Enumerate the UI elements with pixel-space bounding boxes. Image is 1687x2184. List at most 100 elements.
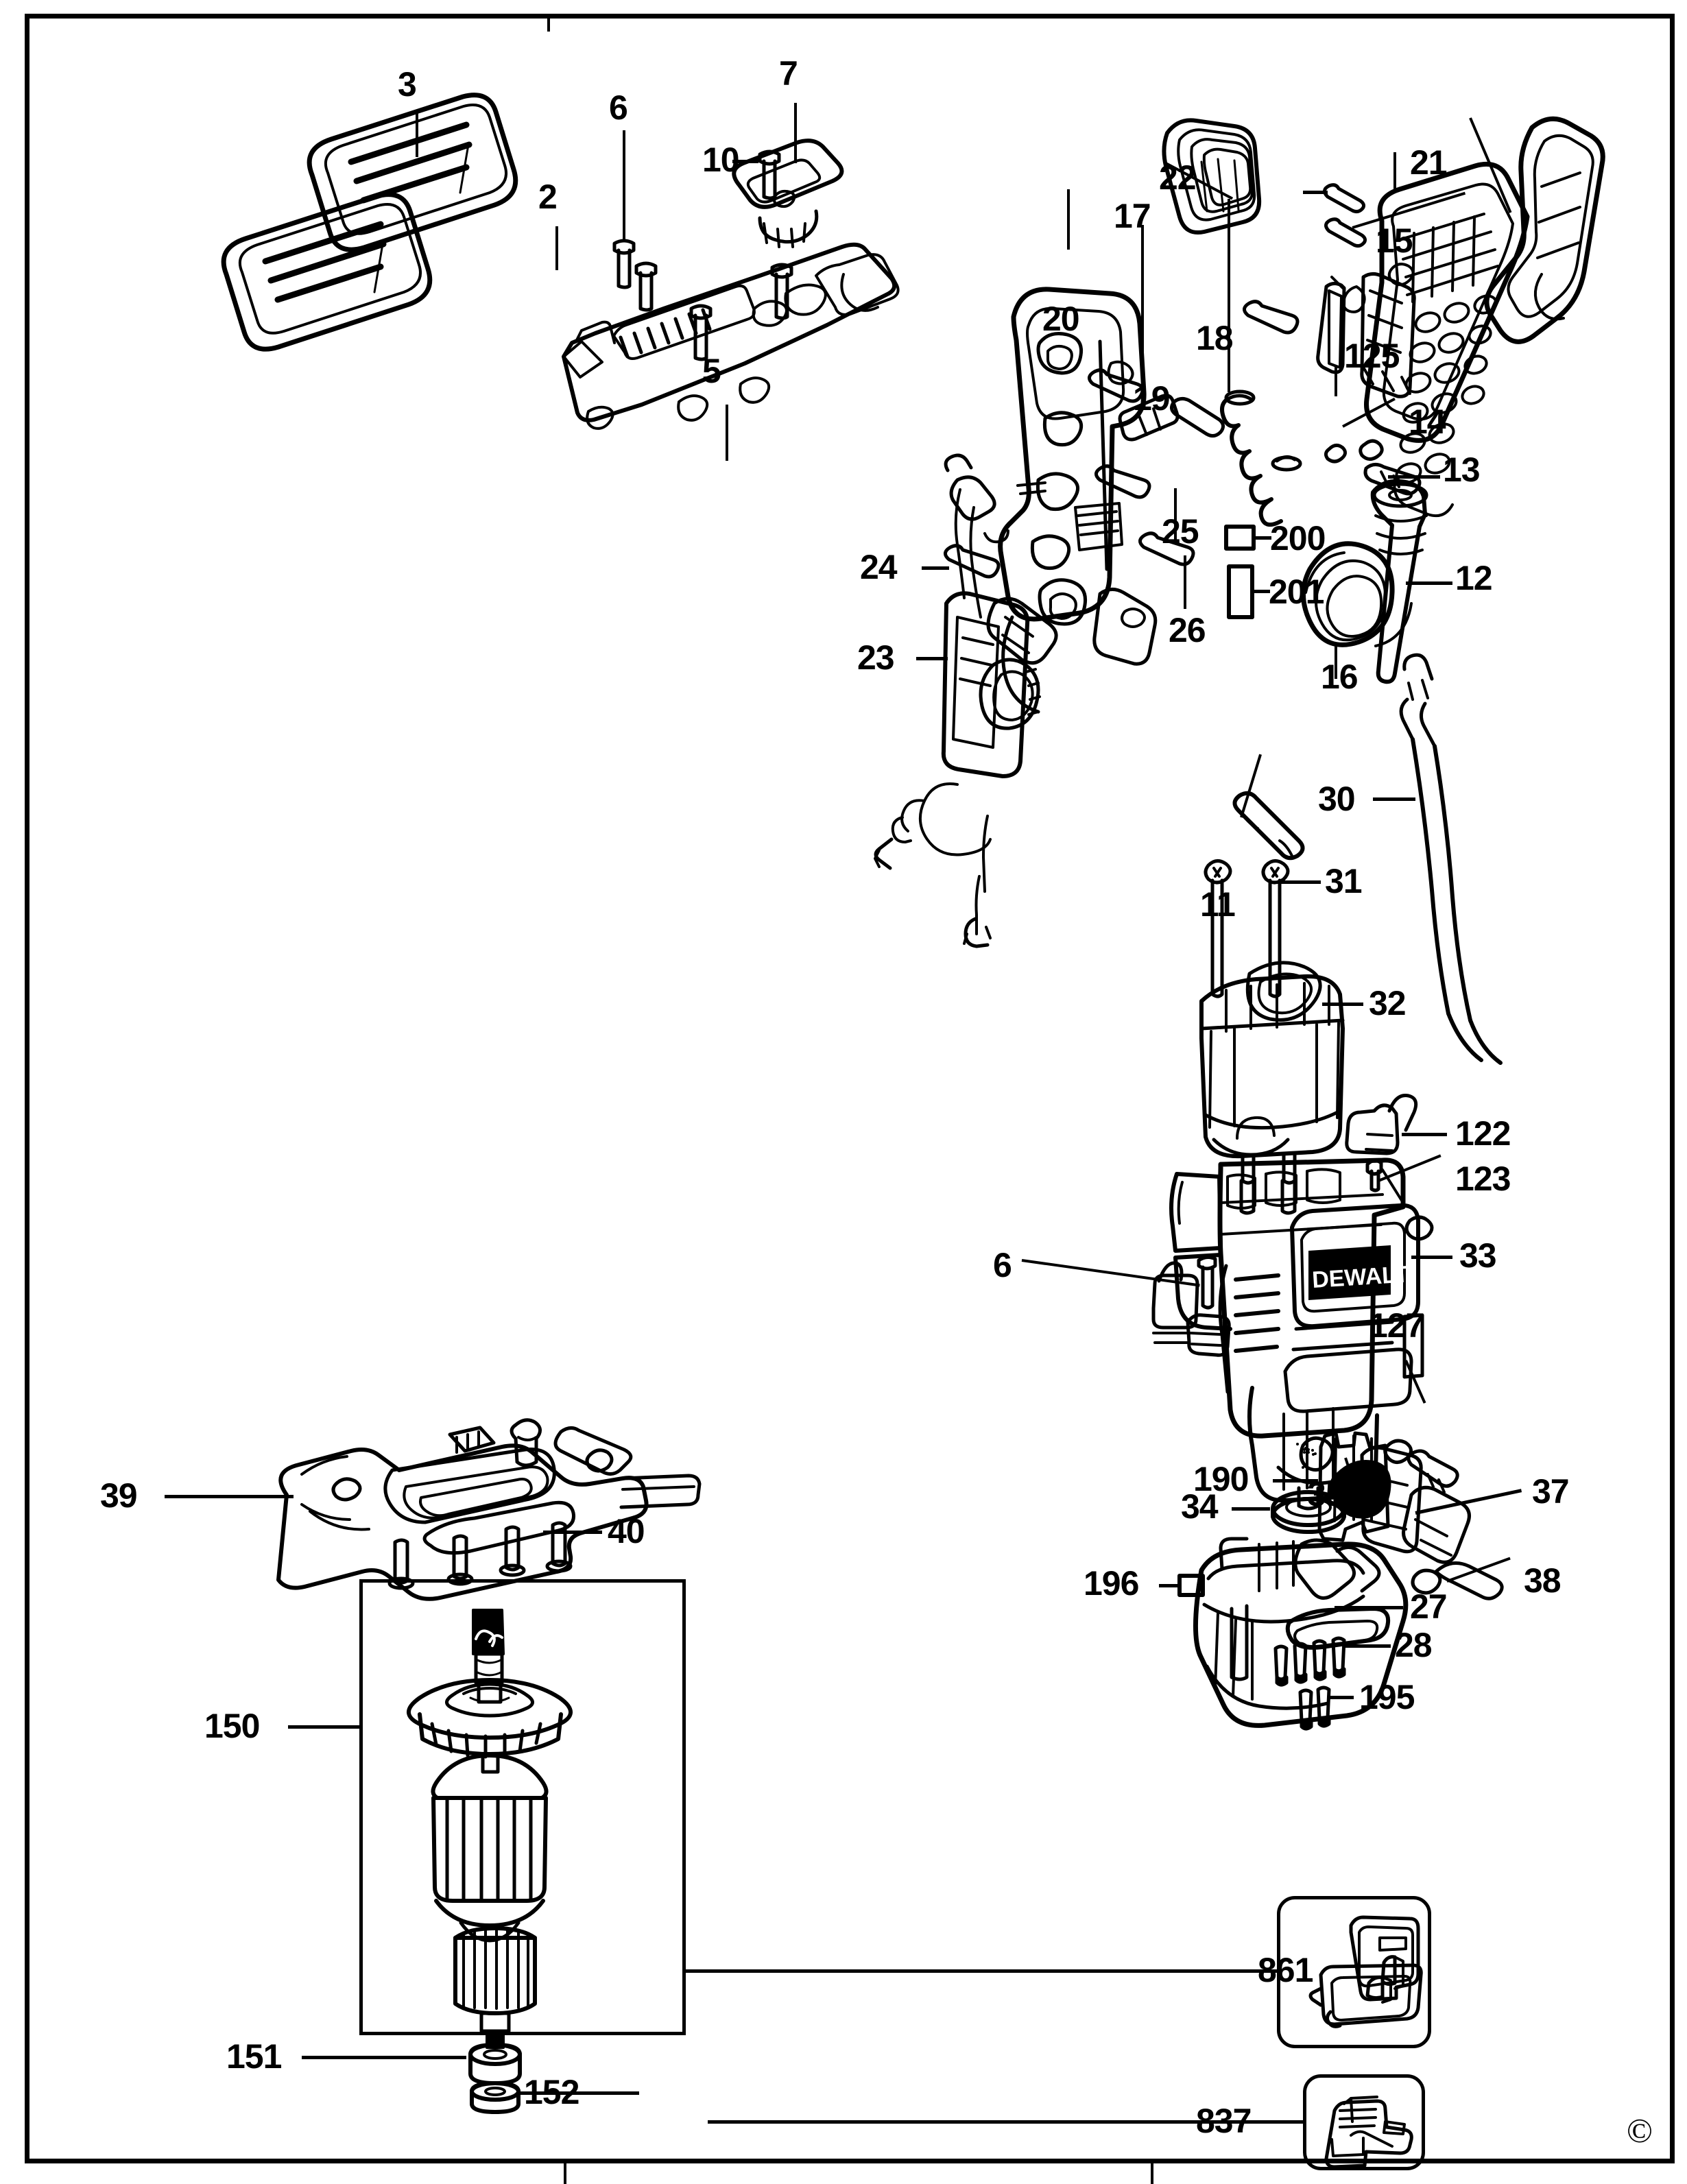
art-part-150 [409, 1610, 571, 2048]
kitbox-861-box [1277, 1896, 1431, 2048]
leader-196 [1159, 1584, 1180, 1587]
art-part-6-brushes [1153, 1257, 1229, 1355]
part-label-7: 7 [779, 54, 798, 93]
leader-19 [1141, 225, 1144, 407]
leader-861 [686, 1969, 1278, 1973]
leader-39 [165, 1495, 294, 1498]
frame-right [1670, 14, 1675, 2163]
art-part-40 [390, 1523, 571, 1588]
part-label-837: 837 [1196, 2102, 1252, 2140]
leader-40 [543, 1531, 602, 1534]
part-label-11: 11 [1200, 885, 1236, 924]
part-label-40: 40 [608, 1512, 645, 1550]
part-label-6b: 6 [993, 1246, 1012, 1284]
part-label-34: 34 [1181, 1487, 1219, 1526]
art-part-122-123 [1347, 1095, 1416, 1190]
art-part-35-127-37-38 [1362, 1441, 1502, 1598]
svg-text:DEWALT: DEWALT [1311, 1261, 1409, 1293]
part-label-16: 16 [1321, 658, 1359, 696]
art-part-21-left [1367, 164, 1528, 516]
art-190 [1307, 1448, 1313, 1450]
part-label-38: 38 [1524, 1561, 1562, 1600]
art-part-39 [278, 1420, 699, 1599]
part-label-24: 24 [860, 548, 898, 586]
frame-tick-bottom-1 [564, 2159, 566, 2184]
leader-12 [1406, 581, 1452, 585]
leader-837 [708, 2120, 1304, 2124]
art-part-152 [472, 2083, 518, 2112]
art-part-837 [1326, 2097, 1411, 2167]
part-label-6a: 6 [609, 88, 628, 127]
part-label-201: 201 [1269, 573, 1324, 611]
art-part-16 [1303, 544, 1411, 646]
art-part-22 [1324, 185, 1365, 246]
part-label-18: 18 [1196, 319, 1234, 357]
leader-26 [1184, 555, 1186, 609]
part-label-122: 122 [1455, 1114, 1511, 1153]
part-label-195: 195 [1359, 1678, 1415, 1716]
leader-28 [1343, 1644, 1391, 1648]
part-label-12: 12 [1455, 559, 1493, 597]
art-part-21-right [1487, 119, 1603, 341]
art-part-23 [875, 455, 1056, 946]
leader-23 [916, 657, 948, 660]
part-label-27: 27 [1410, 1587, 1448, 1626]
leader-6a [623, 130, 625, 240]
leader-24 [922, 566, 949, 570]
part-label-13: 13 [1443, 451, 1481, 489]
part-label-21: 21 [1410, 143, 1448, 182]
leader-152 [520, 2091, 639, 2095]
part-label-20: 20 [1042, 300, 1080, 338]
part-label-37: 37 [1532, 1472, 1570, 1511]
art-part-7 [734, 141, 841, 247]
part-label-125: 125 [1344, 337, 1400, 375]
frame-bottom [25, 2159, 1675, 2163]
part-label-5: 5 [702, 352, 721, 390]
leader-13 [1388, 475, 1440, 479]
part-label-25: 25 [1162, 512, 1199, 551]
part-label-10: 10 [702, 141, 740, 179]
leader-15 [1393, 152, 1396, 192]
leader-201 [1252, 590, 1270, 593]
leader-3 [416, 113, 418, 157]
leader-125 [1335, 366, 1337, 396]
part-label-39: 39 [100, 1476, 138, 1515]
part-label-2: 2 [538, 178, 558, 216]
frame-tick-top-1 [547, 14, 550, 32]
part-label-30: 30 [1318, 780, 1356, 818]
art-part-30 [1401, 655, 1500, 1063]
leader-25 [1174, 488, 1177, 542]
part-label-26: 26 [1169, 611, 1206, 649]
art-small-screws-mid [945, 302, 1297, 577]
part-label-33: 33 [1459, 1236, 1497, 1275]
kitbox-837-box [1303, 2074, 1425, 2170]
art-part-195 [1300, 1688, 1329, 1729]
leader-10 [732, 160, 758, 163]
part-label-152: 152 [524, 2073, 579, 2111]
art-part-151 [470, 2045, 520, 2083]
part-label-196: 196 [1084, 1564, 1139, 1603]
art-part-125 [1318, 277, 1344, 372]
art-part-19 [1120, 396, 1223, 440]
part-label-19: 19 [1133, 379, 1171, 418]
part-label-15: 15 [1376, 221, 1413, 260]
frame-left [25, 14, 29, 2163]
art-part-18 [1222, 392, 1300, 525]
part-label-32: 32 [1369, 984, 1407, 1022]
leader-33 [1411, 1256, 1452, 1259]
part-label-190: 190 [1193, 1460, 1249, 1498]
art-part-5 [564, 245, 898, 429]
leader-7 [794, 103, 797, 163]
art-screws-top [614, 152, 791, 359]
part-label-28: 28 [1395, 1626, 1433, 1664]
leader-20 [1067, 189, 1070, 250]
leader-31 [1277, 880, 1321, 884]
part-label-127: 127 [1369, 1306, 1424, 1345]
leader-30 [1373, 797, 1415, 801]
art-part-190-real [1308, 1452, 1315, 1454]
leader-190 [1273, 1479, 1318, 1483]
art-part-28 [1276, 1638, 1344, 1685]
art-part-15 [1343, 264, 1414, 396]
